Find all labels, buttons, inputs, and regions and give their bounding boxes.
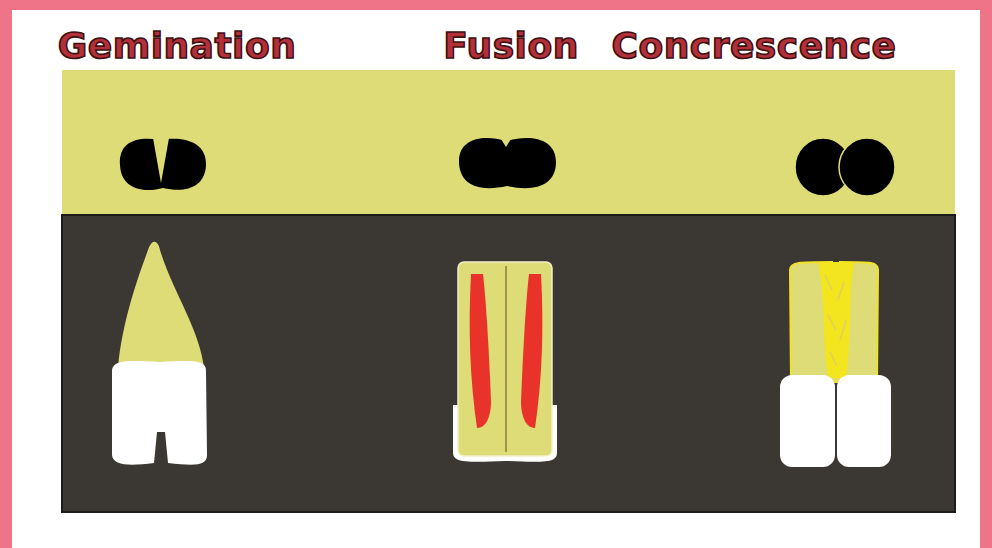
- anomaly-title: Gemination: [58, 24, 297, 68]
- white-panel: [12, 10, 980, 548]
- concrescence-crown-right: [839, 138, 895, 196]
- gemination-notch: [153, 138, 169, 183]
- anomaly-title: Fusion: [443, 24, 579, 68]
- fusion-canal-left: [470, 274, 491, 428]
- cementum-bridge: [818, 262, 854, 378]
- gemination-root: [118, 242, 204, 368]
- fusion-crown-top: [459, 138, 556, 188]
- anomaly-title: Concrescence: [612, 24, 897, 68]
- fusion-seam: [505, 266, 507, 452]
- fusion-canal-right: [521, 274, 542, 428]
- fusion-root: [458, 262, 552, 456]
- gemination-crown: [112, 361, 207, 465]
- occlusal-band: [62, 70, 955, 215]
- fusion-notch: [501, 139, 511, 147]
- concrescence-crown-left: [780, 375, 835, 467]
- concrescence-crown-right: [837, 375, 891, 467]
- cementum-texture: [825, 275, 846, 366]
- radiograph-band: [62, 215, 955, 512]
- gemination-crown-top: [120, 139, 206, 190]
